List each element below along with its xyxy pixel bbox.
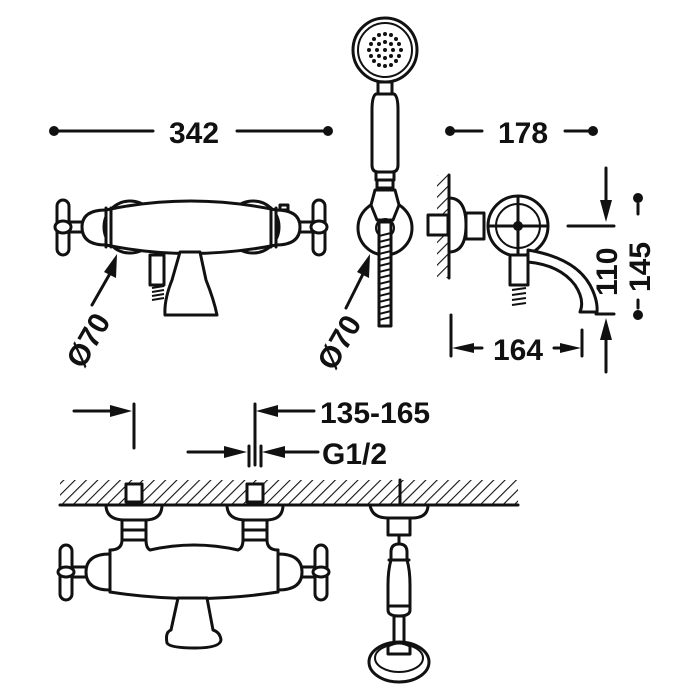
mixer-top-view [56, 478, 520, 684]
dimension-depth: 178 [445, 117, 598, 150]
dimension-heights: 110 145 [566, 166, 657, 374]
dimension-spout-reach: 164 [449, 313, 584, 367]
dimension-bracket-diameter: Ø70 [311, 254, 370, 376]
dim-135-165-label: 135-165 [320, 397, 430, 430]
dimension-overall-width: 342 [49, 117, 333, 150]
dim-bracket-diameter-label: Ø70 [311, 310, 368, 376]
mixer-side-view [426, 173, 599, 314]
hand-shower-view [351, 16, 419, 328]
dim-178-label: 178 [498, 117, 548, 150]
dim-164-label: 164 [493, 334, 543, 367]
shower-head-nozzles-icon [367, 32, 403, 68]
dim-145-label: 145 [624, 242, 657, 292]
dimension-body-diameter: Ø70 [60, 254, 117, 374]
dimension-center-distance: 135-165 [72, 397, 430, 467]
dim-110-label: 110 [591, 248, 624, 296]
dim-g12-label: G1/2 [322, 438, 387, 471]
dimension-thread: G1/2 [186, 438, 387, 471]
dim-342-label: 342 [169, 117, 219, 150]
mixer-front-view [53, 198, 329, 317]
dim-body-diameter-label: Ø70 [60, 308, 117, 374]
